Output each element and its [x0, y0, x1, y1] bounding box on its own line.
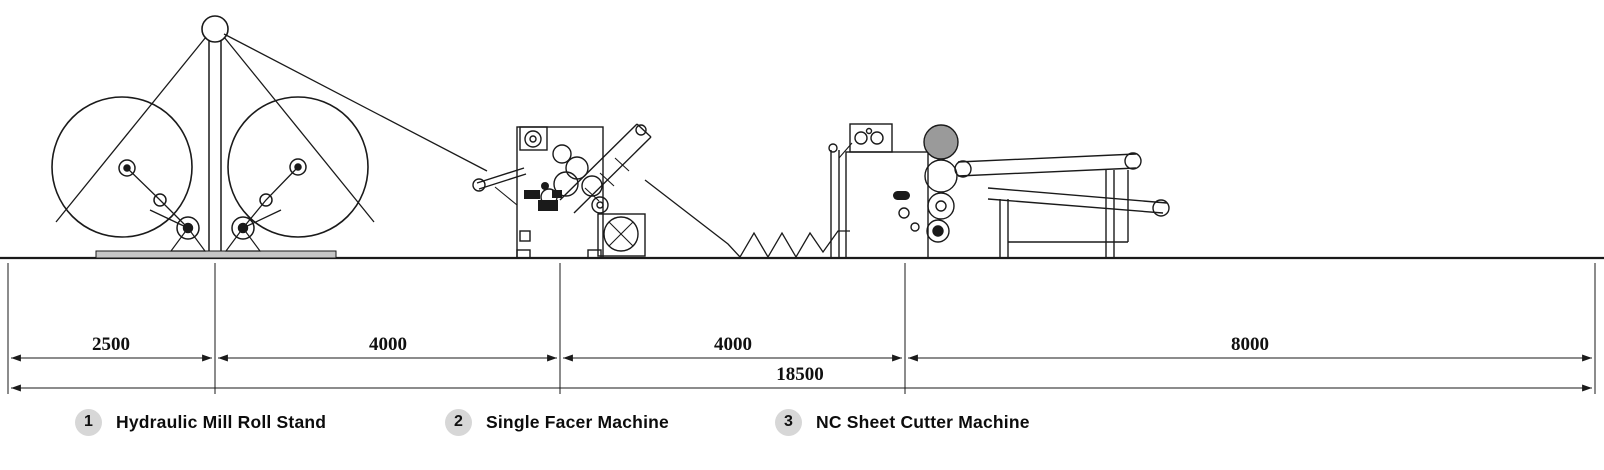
legend-item-single-facer: 2 Single Facer Machine	[445, 408, 669, 436]
hydraulic-mill-roll-stand	[51, 15, 375, 259]
paper-roll-left	[51, 96, 193, 238]
paper-roll-right	[227, 96, 369, 238]
legend-item-mill-roll-stand: 1 Hydraulic Mill Roll Stand	[75, 408, 326, 436]
web-festoon	[644, 179, 850, 259]
dimension-lines	[7, 263, 1596, 394]
paper-web-line	[223, 33, 488, 172]
base-plate	[95, 250, 337, 259]
legend-badge-2: 2	[445, 408, 472, 436]
dimension-4000-second: 4000	[714, 334, 752, 355]
dimension-8000: 8000	[1231, 334, 1269, 355]
top-pulley	[201, 15, 229, 43]
legend-item-sheet-cutter: 3 NC Sheet Cutter Machine	[775, 408, 1030, 436]
entry-roller	[472, 178, 486, 192]
legend-label-1: Hydraulic Mill Roll Stand	[116, 411, 327, 432]
single-facer-machine	[472, 123, 652, 259]
legend-label-3: NC Sheet Cutter Machine	[816, 411, 1030, 432]
nc-sheet-cutter-machine	[828, 123, 1170, 259]
dimension-total-18500: 18500	[776, 364, 824, 385]
legend-label-2: Single Facer Machine	[486, 411, 669, 432]
stacker-conveyor	[954, 152, 1170, 258]
legend-badge-1: 1	[75, 408, 102, 436]
dimension-2500: 2500	[92, 334, 130, 355]
cutter-roll-top	[923, 124, 959, 160]
legend-badge-3: 3	[775, 408, 802, 436]
dimension-labels: 2500 4000 4000 8000 18500	[92, 334, 1269, 385]
dimension-4000-first: 4000	[369, 334, 407, 355]
